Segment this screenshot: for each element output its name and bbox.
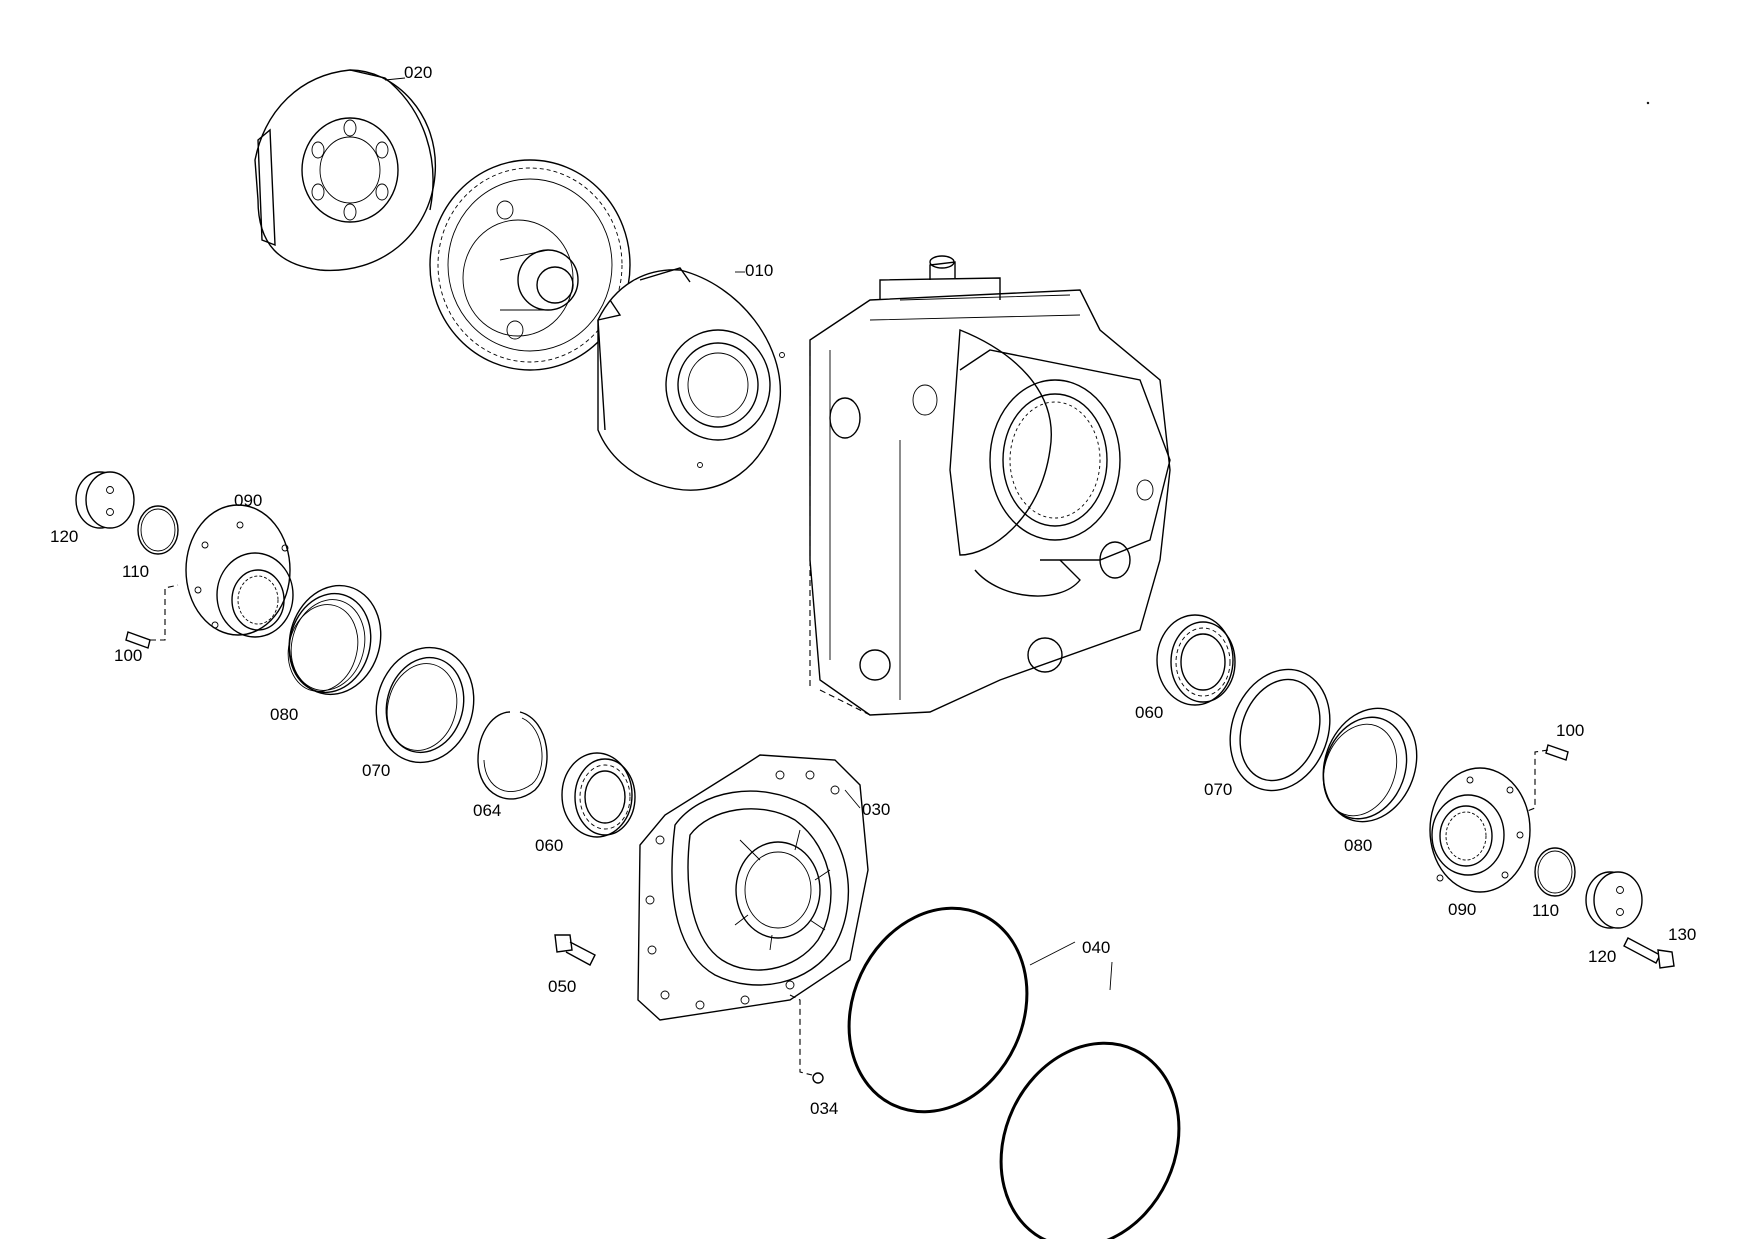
- label-090-left: 090: [234, 491, 262, 510]
- leader-lines: [384, 77, 861, 809]
- label-090-right: 090: [1448, 900, 1476, 919]
- label-034: 034: [810, 1099, 838, 1118]
- label-020: 020: [404, 63, 432, 82]
- label-130: 130: [1668, 925, 1696, 944]
- part-130-bolt: [1623, 937, 1675, 969]
- part-060-right-bearing: [1156, 614, 1236, 706]
- part-090-right-flange: [1429, 767, 1531, 893]
- part-050-screw: [554, 934, 596, 966]
- label-120-left: 120: [50, 527, 78, 546]
- label-080-right: 080: [1344, 836, 1372, 855]
- part-034-plug: [812, 1072, 824, 1084]
- part-040-orings: [847, 906, 1181, 1244]
- part-010-shroud: [597, 267, 785, 491]
- label-100-left: 100: [114, 646, 142, 665]
- part-090-left-flange: [185, 504, 294, 638]
- label-050: 050: [548, 977, 576, 996]
- part-080-right-seal: [1322, 707, 1418, 823]
- part-070-left-ring: [375, 646, 475, 764]
- part-020-cover-plate: [254, 69, 436, 272]
- label-070-left: 070: [362, 761, 390, 780]
- label-110-right: 110: [1532, 901, 1559, 920]
- gear-wheel: [429, 159, 631, 371]
- label-060-right: 060: [1135, 703, 1163, 722]
- part-110-right-oring: [1534, 847, 1576, 897]
- label-120-right: 120: [1588, 947, 1616, 966]
- label-060-left: 060: [535, 836, 563, 855]
- label-030: 030: [862, 800, 890, 819]
- part-120-right-cap: [1585, 871, 1643, 929]
- part-064-circlip: [477, 711, 548, 800]
- label-110-left: 110: [122, 562, 149, 581]
- part-110-left-oring: [137, 505, 179, 555]
- part-100-right-bolt: [1524, 744, 1569, 813]
- part-120-left-cap: [75, 471, 135, 529]
- part-070-right-ring: [1229, 668, 1331, 792]
- label-070-right: 070: [1204, 780, 1232, 799]
- label-010: 010: [745, 261, 773, 280]
- label-100-right: 100: [1556, 721, 1584, 740]
- part-080-left-seal: [287, 584, 382, 696]
- gearbox-housing: [809, 255, 1171, 716]
- label-080-left: 080: [270, 705, 298, 724]
- part-060-left-bearing: [561, 752, 636, 838]
- label-064: 064: [473, 801, 501, 820]
- label-040: 040: [1082, 938, 1110, 957]
- part-030-bearing-cover: [637, 754, 869, 1076]
- part-100-left-bolt: [125, 584, 179, 649]
